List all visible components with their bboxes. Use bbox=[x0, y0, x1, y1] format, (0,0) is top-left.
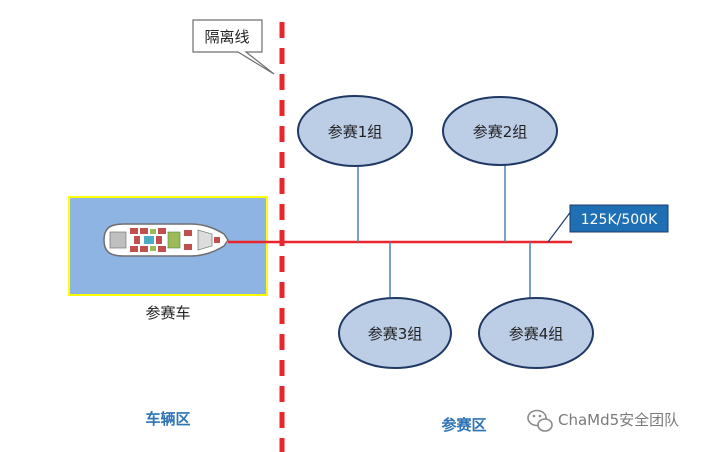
group-3-label: 参赛3组 bbox=[368, 325, 423, 343]
speed-badge: 125K/500K bbox=[569, 204, 669, 233]
zone-competition-label: 参赛区 bbox=[441, 416, 486, 434]
wechat-icon bbox=[527, 409, 553, 432]
isolation-callout: 隔离线 bbox=[192, 19, 275, 75]
group-1-label: 参赛1组 bbox=[328, 123, 383, 141]
group-2-label: 参赛2组 bbox=[473, 123, 528, 141]
speed-badge-pointer bbox=[547, 209, 573, 243]
group-2-node: 参赛2组 bbox=[442, 96, 558, 166]
group-1-node: 参赛1组 bbox=[297, 95, 413, 167]
isolation-label: 隔离线 bbox=[204, 28, 249, 46]
group-4-label: 参赛4组 bbox=[509, 325, 564, 343]
car-label: 参赛车 bbox=[145, 304, 190, 322]
bus-speed-label: 125K/500K bbox=[581, 212, 658, 228]
group-3-node: 参赛3组 bbox=[338, 297, 452, 369]
car-icon bbox=[103, 223, 229, 257]
zone-vehicle-label: 车辆区 bbox=[145, 410, 190, 428]
watermark-text: ChaMd5安全团队 bbox=[558, 411, 679, 429]
group-4-node: 参赛4组 bbox=[478, 297, 594, 369]
